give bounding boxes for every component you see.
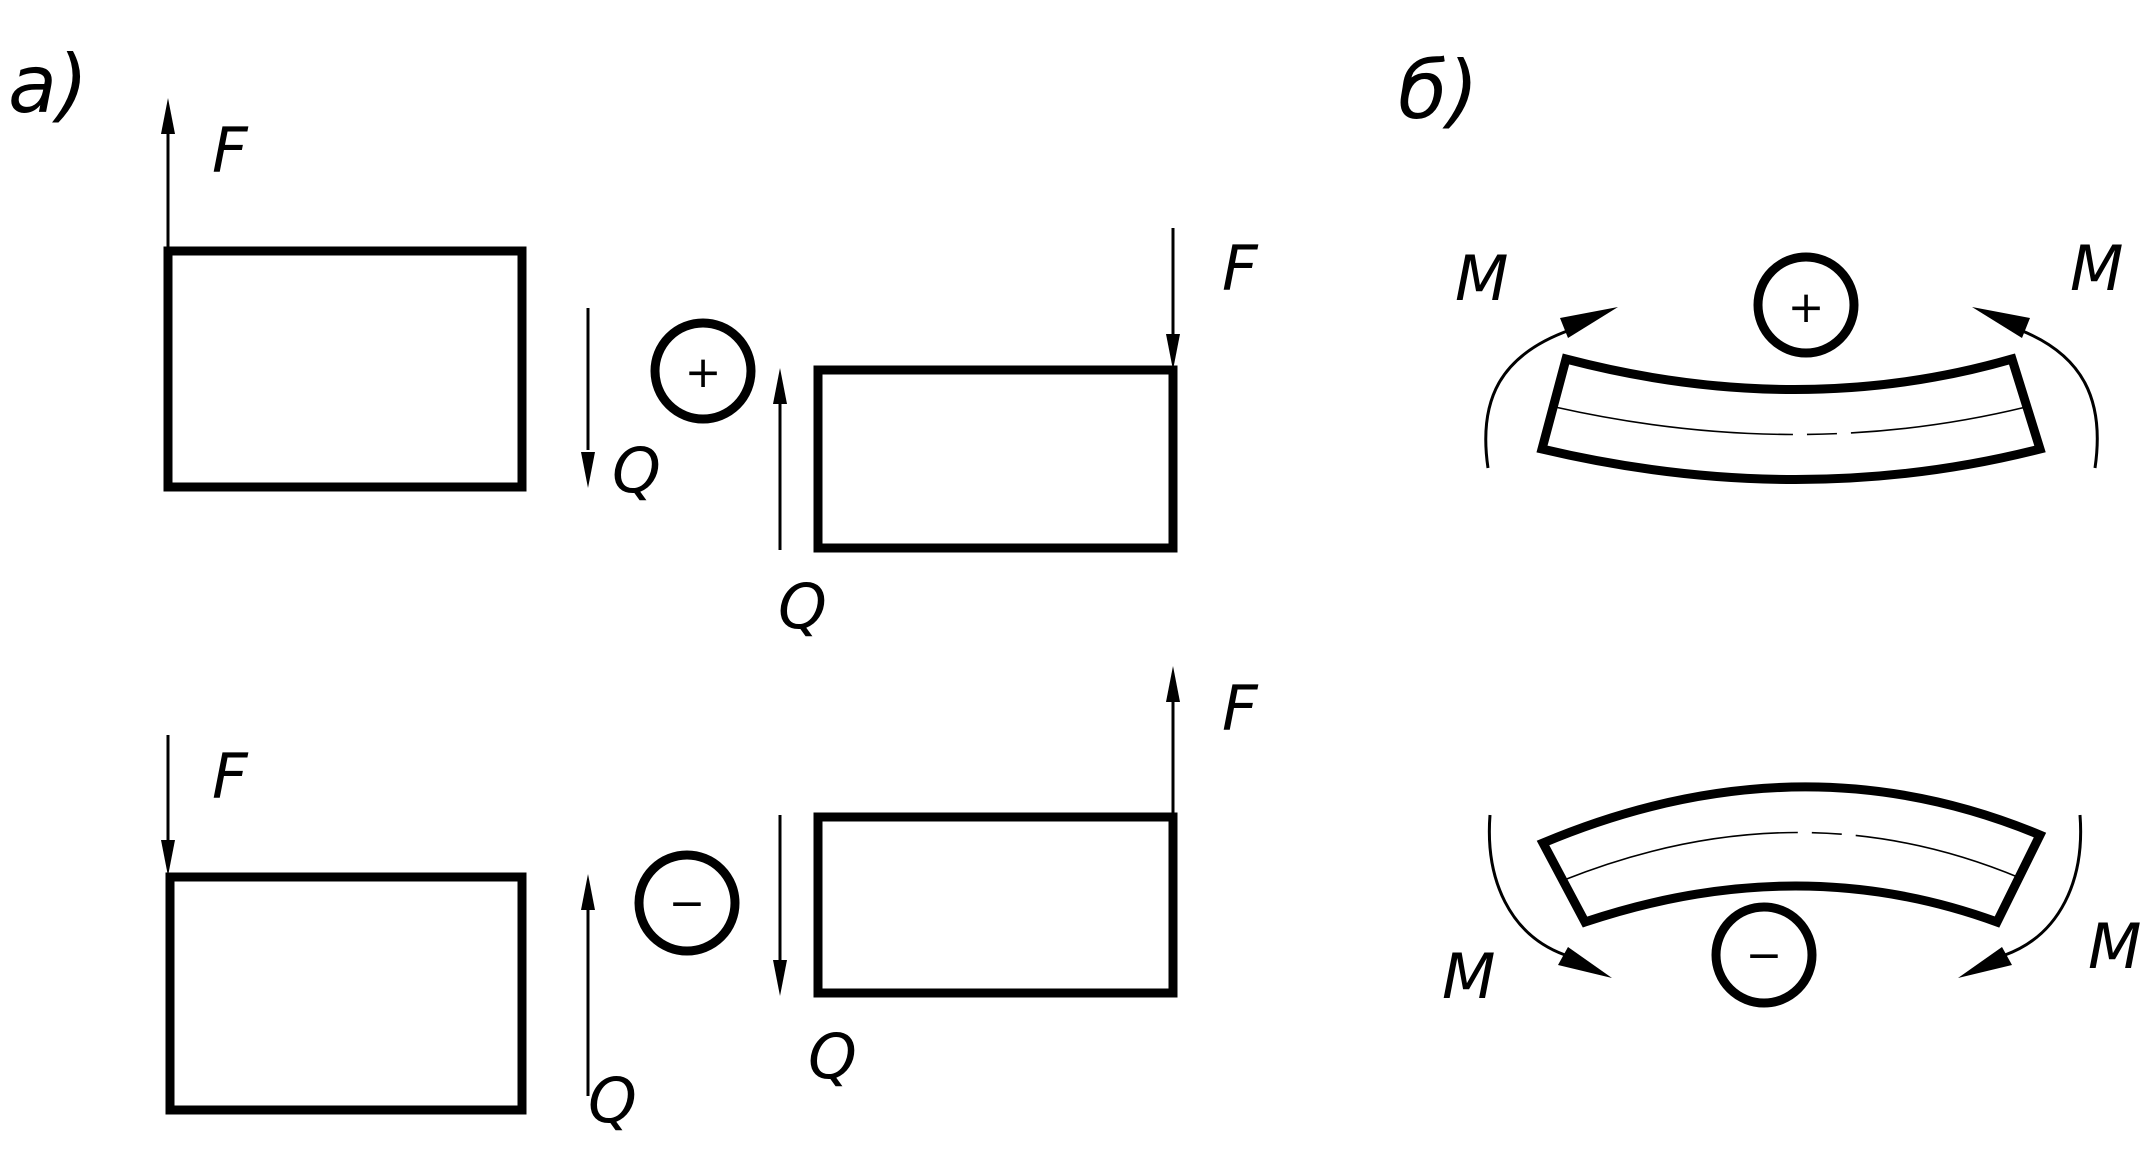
shear-negative-case: F Q − Q F — [161, 666, 1259, 1137]
arrowhead — [581, 874, 595, 910]
force-f-label: F — [212, 740, 249, 813]
minus-sign: − — [1746, 930, 1783, 981]
minus-sign: − — [669, 878, 706, 929]
moment-m-curve — [2019, 328, 2099, 469]
sign-circle-plus — [1753, 252, 1859, 358]
beam-segment-right-top — [813, 365, 1178, 553]
moment-m-label: M — [1455, 242, 1509, 315]
moment-m-curve — [2004, 814, 2083, 957]
moment-m-curve — [1487, 814, 1566, 957]
neutral-axis-line — [1554, 406, 2027, 436]
arrowhead — [581, 452, 595, 488]
moment-negative-case: − M M — [1442, 782, 2142, 1013]
shear-q-label: Q — [612, 434, 661, 507]
arrowhead — [773, 368, 787, 404]
moment-m-label: M — [1442, 940, 1496, 1013]
moment-m-curve — [1484, 328, 1571, 469]
arrowhead — [1558, 947, 1612, 978]
force-f-label: F — [1222, 672, 1259, 745]
neutral-axis-line — [1563, 831, 2021, 881]
arrowhead — [773, 960, 787, 996]
beam-segment-left-top — [163, 246, 527, 492]
force-f-label: F — [1222, 232, 1259, 305]
force-f-label: F — [212, 114, 249, 187]
bent-beam-hogging — [1536, 782, 2047, 928]
plus-sign: + — [685, 347, 722, 398]
sign-circle-minus — [634, 850, 740, 956]
moment-m-label: M — [2070, 232, 2124, 305]
arrowhead — [1166, 666, 1180, 702]
arrowhead — [1166, 334, 1180, 370]
shear-positive-case: F Q + Q F — [161, 98, 1259, 643]
arrowhead — [1958, 947, 2012, 978]
sign-circle-minus — [1711, 902, 1817, 1008]
arrowhead — [161, 840, 175, 876]
panel-a-label: а) — [8, 38, 88, 131]
beam-segment-left-bottom — [165, 872, 527, 1115]
moment-m-label: M — [2088, 910, 2142, 983]
plus-sign: + — [1788, 282, 1825, 333]
bent-beam-sagging — [1536, 353, 2046, 484]
sign-circle-plus — [650, 318, 756, 424]
shear-q-label: Q — [808, 1020, 857, 1093]
shear-q-label: Q — [588, 1064, 637, 1137]
arrowhead — [1972, 307, 2030, 338]
moment-positive-case: + M M — [1455, 232, 2124, 484]
shear-q-label: Q — [778, 570, 827, 643]
panel-b-label: б) — [1398, 44, 1479, 137]
arrowhead — [161, 98, 175, 134]
arrowhead — [1560, 307, 1618, 338]
beam-segment-right-bottom — [813, 812, 1178, 998]
